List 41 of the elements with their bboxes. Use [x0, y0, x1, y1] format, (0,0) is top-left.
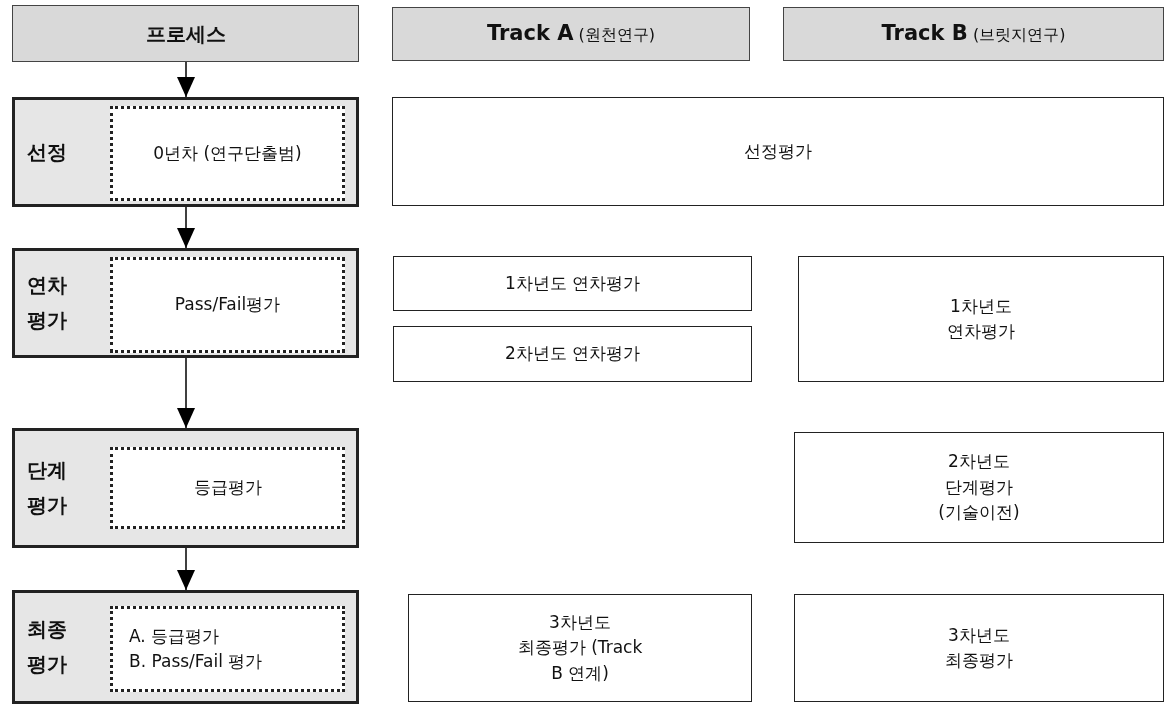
evaluation-box [408, 594, 752, 702]
box-text: 등급평가 [193, 476, 262, 500]
column-heading: 프로세스 [145, 20, 226, 48]
method-box [110, 257, 345, 353]
box-text: 선정평가 [744, 139, 812, 163]
evaluation-box [794, 594, 1164, 702]
box-text: 2차년도 연차평가 [504, 342, 641, 366]
box-text: 3차년도 최종평가 (Track B 연계) [516, 610, 644, 685]
method-box [110, 606, 345, 692]
box-text: Pass/Fail평가 [174, 293, 281, 317]
evaluation-box [393, 326, 752, 382]
header-box [12, 5, 359, 62]
evaluation-box [393, 256, 752, 311]
down-arrow [177, 61, 195, 98]
box-text: 1차년도 연차평가 [946, 294, 1016, 343]
stage-box [12, 248, 359, 358]
box-text: 3차년도 최종평가 [944, 623, 1014, 672]
stage-label: 선정 [27, 138, 68, 166]
box-text: 1차년도 연차평가 [504, 271, 641, 295]
stage-box [12, 428, 359, 548]
header-box [783, 7, 1164, 61]
evaluation-box [794, 432, 1164, 543]
down-arrow [177, 206, 195, 249]
stage-label: 최종 평가 [27, 616, 68, 678]
method-box [110, 447, 345, 529]
evaluation-box [392, 97, 1164, 206]
box-text: A. 등급평가 [129, 625, 220, 649]
stage-label: 단계 평가 [27, 457, 68, 519]
box-text: B. Pass/Fail 평가 [129, 650, 263, 673]
stage-box [12, 97, 359, 207]
method-box [110, 106, 345, 201]
stage-label: 연차 평가 [27, 272, 68, 334]
column-heading: Track B (브릿지연구) [881, 20, 1066, 48]
stage-box [12, 590, 359, 704]
box-text: 2차년도 단계평가 (기술이전) [937, 450, 1021, 525]
column-heading: Track A (원천연구) [486, 20, 656, 48]
header-box [392, 7, 750, 61]
box-text: 0년차 (연구단출범) [153, 141, 302, 165]
evaluation-box [798, 256, 1164, 382]
down-arrow [177, 357, 195, 429]
down-arrow [177, 547, 195, 591]
